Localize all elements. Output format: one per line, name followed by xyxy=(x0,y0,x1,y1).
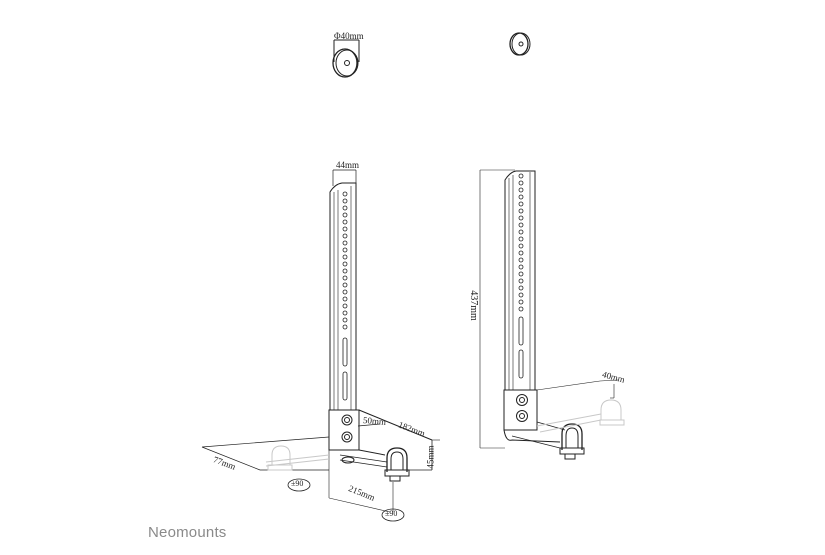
brand-logo: Neomounts xyxy=(148,524,227,541)
right-post-icon xyxy=(479,169,536,449)
rotation-b-label: ±90 xyxy=(385,509,398,518)
left-bracket-icon xyxy=(201,409,440,522)
foot-pad-left-icon xyxy=(332,39,360,78)
shelf-height-label: 45mm xyxy=(425,445,436,469)
total-height-label: 437mm xyxy=(467,290,479,321)
bracket-offset-label: 50mm xyxy=(362,415,387,427)
right-bracket-icon xyxy=(503,379,619,460)
right-ghost-clamp-icon xyxy=(536,399,625,433)
rotation-a-label: ±90 xyxy=(291,479,304,488)
foot-pad-diameter-label: Φ40mm xyxy=(334,31,364,41)
left-post-icon xyxy=(329,169,357,411)
left-ghost-clamp-icon xyxy=(265,445,330,471)
post-width-label: 44mm xyxy=(336,160,360,170)
foot-pad-right-icon xyxy=(509,32,531,56)
